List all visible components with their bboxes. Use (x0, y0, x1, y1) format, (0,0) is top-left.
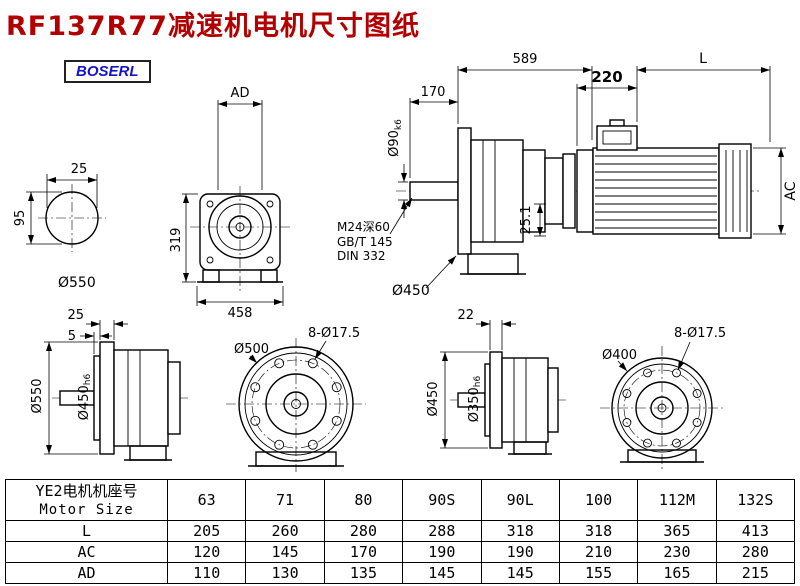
dim-value: 165 (637, 562, 717, 584)
label-flange-dia: Ø450 (392, 283, 430, 299)
dim-value: 145 (402, 562, 482, 584)
dim-total-length: 589 (513, 52, 538, 67)
dim-ad: AD (231, 86, 250, 101)
size-col-header: 90L (480, 479, 560, 521)
flange-side-view-small: 22 Ø450 Ø350h6 (426, 308, 566, 455)
dim-value: 120 (166, 541, 247, 563)
dim-front-height: 319 (169, 228, 184, 253)
dim-value: 135 (323, 562, 404, 584)
dim-flange-thickness: 25 (67, 308, 84, 323)
dim-value: 288 (402, 520, 482, 542)
label-tap: M24深60 (337, 220, 390, 234)
dim-value: 145 (480, 562, 560, 584)
motor-size-header-en: Motor Size (39, 501, 134, 518)
dim-key-height: 25.1 (519, 206, 534, 235)
motor-size-header-cn: YE2电机机座号 (35, 481, 138, 500)
label-brake-dia: Ø550 (58, 275, 96, 291)
size-col-header: 112M (637, 479, 717, 521)
dim-value: 110 (166, 562, 247, 584)
dim-flange-od-small: Ø450 (426, 381, 441, 416)
dim-value: 190 (480, 541, 560, 563)
dim-spigot-dia-small: Ø350h6 (467, 375, 483, 422)
motor-size-header-cell: YE2电机机座号 Motor Size (5, 479, 168, 521)
dim-shaft-width: 25 (71, 162, 88, 177)
dim-value: 413 (715, 520, 796, 542)
row-label: AC (5, 541, 168, 563)
label-std-gbt: GB/T 145 (337, 235, 393, 249)
dim-flange-od-big: Ø550 (30, 378, 45, 413)
label-std-din: DIN 332 (337, 249, 385, 263)
dim-value: 318 (480, 520, 560, 542)
dim-motor-length: L (699, 51, 707, 67)
dim-value: 215 (715, 562, 796, 584)
table-row-AD: AD 110 130 135 145 145 155 165 215 (5, 562, 796, 584)
dim-value: 190 (402, 541, 482, 563)
dim-value: 260 (245, 520, 325, 542)
dim-front-width: 458 (228, 306, 253, 321)
dim-value: 170 (323, 541, 404, 563)
dim-shaft-height: 95 (13, 210, 28, 227)
gearbox-front-view: AD 319 458 (169, 86, 290, 321)
table-row-AC: AC 120 145 170 190 190 210 230 280 (5, 541, 796, 563)
table-row-L: L 205 260 280 288 318 318 365 413 (5, 520, 796, 542)
label-bolt-holes-small: 8-Ø17.5 (674, 326, 726, 341)
size-col-header: 63 (166, 479, 247, 521)
dim-value: 210 (558, 541, 639, 563)
size-col-header: 71 (245, 479, 325, 521)
dim-shaft-dia: Ø90k6 (387, 119, 404, 157)
dim-spigot-depth: 5 (68, 329, 76, 344)
dim-220: 220 (591, 68, 622, 86)
size-col-header: 132S (715, 479, 796, 521)
label-bolt-holes-big: 8-Ø17.5 (308, 326, 360, 341)
dim-value: 280 (715, 541, 796, 563)
flange-side-view-big: 25 5 Ø550 Ø450h6 (30, 308, 188, 461)
label-pilot-dia-big: Ø500 (234, 342, 269, 357)
gearbox-side-view: 170 589 Ø90k6 M24深60 GB/T 145 DIN 332 Ø4… (337, 52, 600, 299)
brand-logo: BOSERL (64, 60, 151, 83)
dim-motor-ac: AC (783, 181, 799, 200)
dim-value: 145 (245, 541, 325, 563)
dim-spigot-dia-big: Ø450h6 (77, 373, 93, 420)
shaft-end-view: 25 95 Ø550 (13, 162, 106, 291)
dim-value: 205 (166, 520, 247, 542)
dim-value: 280 (323, 520, 404, 542)
page-title: RF137R77减速机电机尺寸图纸 (6, 11, 420, 42)
dim-shaft-length: 170 (421, 85, 446, 100)
row-label: AD (5, 562, 168, 584)
label-pilot-dia-small: Ø400 (602, 348, 637, 363)
size-col-header: 90S (402, 479, 482, 521)
row-label: L (5, 520, 168, 542)
motor-side-view: 220 L AC (576, 51, 799, 239)
dimension-table: YE2电机机座号 Motor Size 63 71 80 90S 90L 100… (5, 479, 796, 584)
dim-flange-thickness-small: 22 (457, 308, 474, 323)
flange-face-view-small: 8-Ø17.5 Ø400 (600, 326, 726, 470)
drawing-canvas: 25 95 Ø550 AD (13, 51, 799, 472)
dim-value: 230 (637, 541, 717, 563)
dim-value: 365 (637, 520, 717, 542)
size-col-header: 80 (323, 479, 404, 521)
table-header-row: YE2电机机座号 Motor Size 63 71 80 90S 90L 100… (5, 479, 796, 521)
dim-value: 155 (558, 562, 639, 584)
flange-face-view-big: 8-Ø17.5 Ø500 (226, 326, 366, 472)
dim-value: 318 (558, 520, 639, 542)
size-col-header: 100 (558, 479, 639, 521)
dim-value: 130 (245, 562, 325, 584)
